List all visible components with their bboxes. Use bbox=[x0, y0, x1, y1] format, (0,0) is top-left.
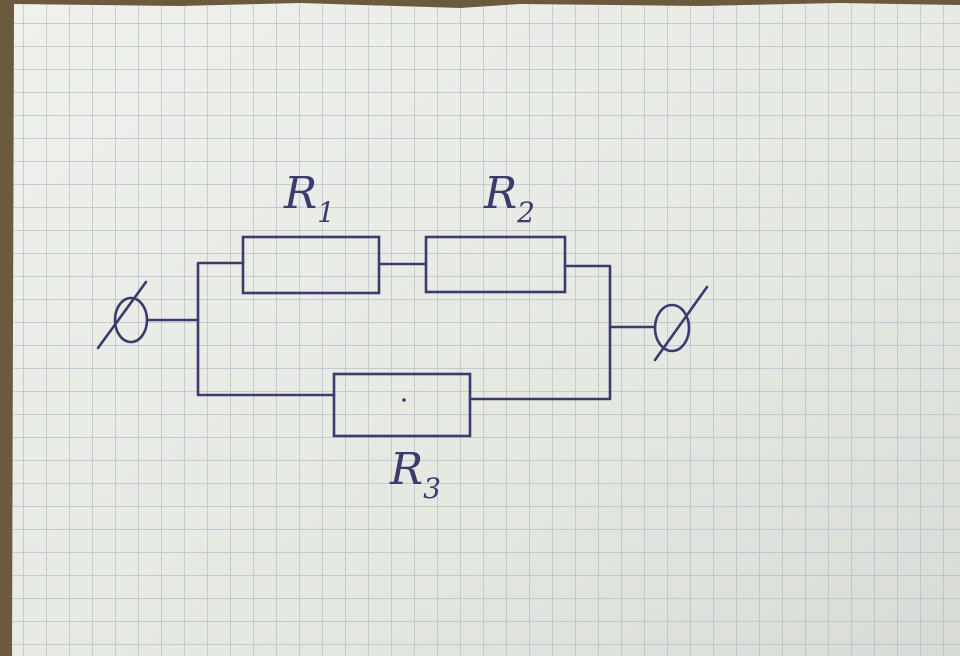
right-top-wire bbox=[468, 264, 612, 401]
label-r1: R1 bbox=[284, 168, 335, 229]
left-bus-wire bbox=[196, 261, 336, 397]
left-terminal bbox=[96, 280, 149, 350]
label-r3: R3 bbox=[390, 444, 441, 505]
right-terminal bbox=[653, 285, 709, 362]
label-r2: R2 bbox=[484, 168, 535, 229]
pen-dot bbox=[402, 398, 406, 402]
resistor-r2 bbox=[424, 235, 567, 294]
resistor-r3 bbox=[332, 372, 472, 438]
resistor-r1 bbox=[241, 235, 381, 295]
